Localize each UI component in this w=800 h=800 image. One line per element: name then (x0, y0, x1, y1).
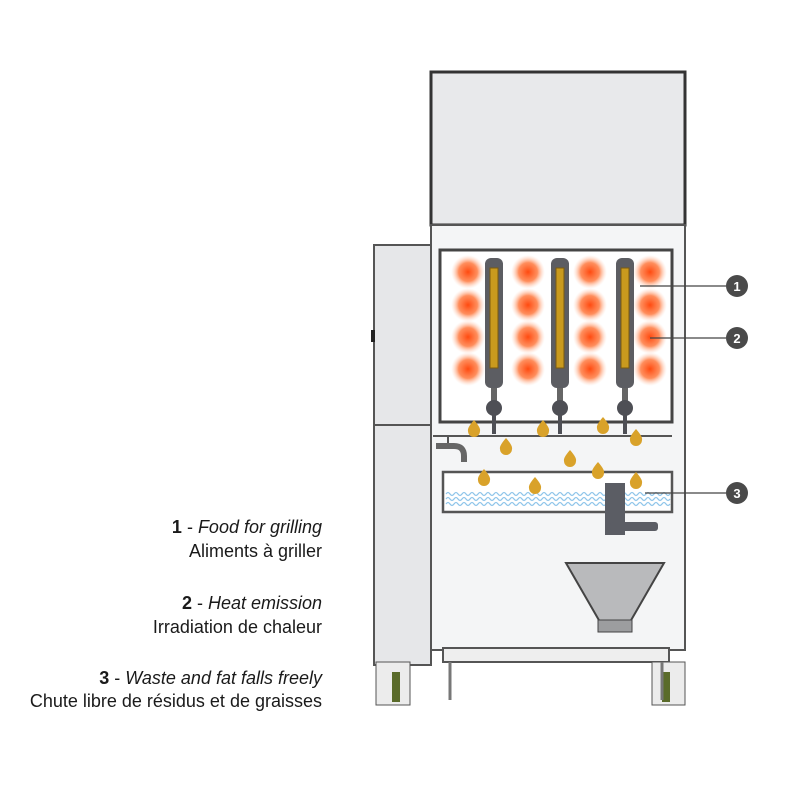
heat-emission (511, 255, 545, 289)
callout-marker-2: 2 (726, 327, 748, 349)
food-item (555, 267, 565, 369)
heat-emission (451, 255, 485, 289)
heat-emission (451, 320, 485, 354)
base-frame (442, 647, 670, 663)
fat-drop (467, 420, 481, 437)
heat-emission (633, 255, 667, 289)
fat-drop (596, 417, 610, 434)
skewer-rod (491, 388, 497, 402)
heat-emission (511, 288, 545, 322)
legend-item-2-fr: Irradiation de chaleur (153, 617, 322, 637)
hood (429, 70, 687, 227)
callout-number: 3 (733, 486, 740, 501)
door-handle (371, 330, 375, 342)
side-door-upper (373, 244, 432, 426)
legend-item-3-en: 3 - Waste and fat falls freely (99, 668, 323, 688)
skewer-rod (557, 388, 563, 402)
fat-drop (629, 429, 643, 446)
heat-emission (573, 320, 607, 354)
heat-emission (573, 255, 607, 289)
skewer-motor (486, 400, 502, 416)
heat-emission (633, 288, 667, 322)
legend-item-2-en: 2 - Heat emission (182, 593, 322, 613)
skewer-rod (622, 388, 628, 402)
fat-drop (563, 450, 577, 467)
fat-drop (629, 472, 643, 489)
fat-drop (536, 420, 550, 437)
skewer-shaft (492, 414, 496, 434)
funnel-spout (597, 619, 633, 633)
heat-emission (511, 352, 545, 386)
callout-marker-1: 1 (726, 275, 748, 297)
skewer-motor (552, 400, 568, 416)
fat-drops-group (467, 417, 643, 494)
skewer-motor (617, 400, 633, 416)
legend-item-1-en: 1 - Food for grilling (172, 517, 322, 537)
legend: 1 - Food for grilling Aliments à griller… (30, 517, 323, 711)
food-item (489, 267, 499, 369)
heat-emission (451, 288, 485, 322)
drain-pipe (436, 443, 467, 462)
food-item (620, 267, 630, 369)
fat-drop (477, 469, 491, 486)
wheel-left (392, 672, 400, 702)
heat-emission-group (451, 255, 667, 386)
water-wave (445, 501, 671, 507)
callout-number: 2 (733, 331, 740, 346)
fat-drop (499, 438, 513, 455)
skewer-shaft (623, 414, 627, 434)
callout-marker-3: 3 (726, 482, 748, 504)
water-wave (445, 491, 671, 497)
water-wave (445, 496, 671, 502)
heat-emission (573, 288, 607, 322)
wheel-right (662, 672, 670, 702)
heat-emission (633, 320, 667, 354)
legend-item-3-fr: Chute libre de résidus et de graisses (30, 691, 322, 711)
heat-emission (573, 352, 607, 386)
legend-item-1-fr: Aliments à griller (189, 541, 322, 561)
water-waves (445, 491, 671, 507)
skewers-group (485, 258, 634, 434)
side-door-lower (373, 424, 432, 666)
skewer-shaft (558, 414, 562, 434)
tray-valve-handle (610, 522, 658, 531)
fat-drop (591, 462, 605, 479)
heat-emission (451, 352, 485, 386)
heat-emission (511, 320, 545, 354)
heat-emission (633, 352, 667, 386)
fat-drop (528, 477, 542, 494)
callout-number: 1 (733, 279, 740, 294)
